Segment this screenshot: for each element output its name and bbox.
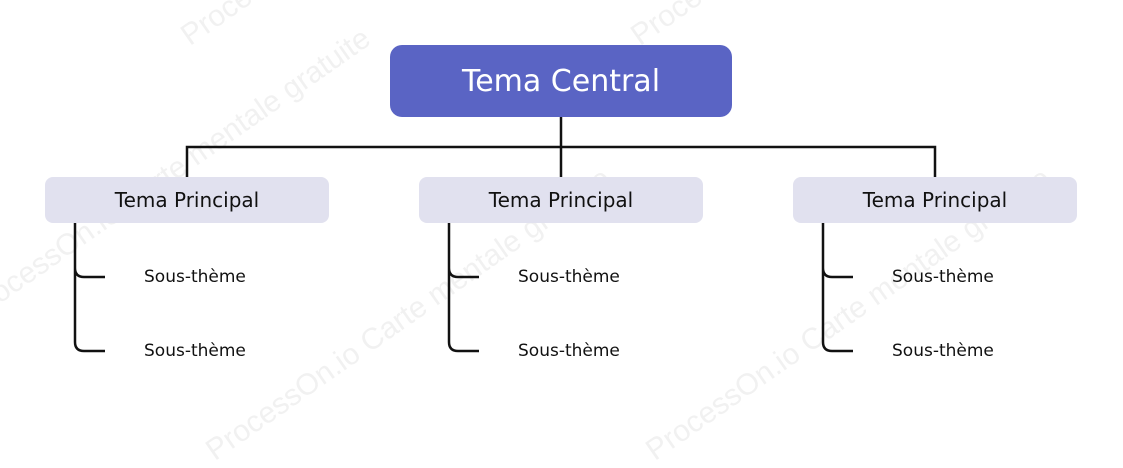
main-topic-2[interactable]: Tema Principal — [419, 177, 703, 223]
subtopic-3-2[interactable]: Sous-thème — [892, 341, 994, 361]
mind-map-canvas: ProcessOn.io Carte mentale gratuite Proc… — [0, 0, 1077, 467]
main-topic-3[interactable]: Tema Principal — [793, 177, 1077, 223]
central-topic[interactable]: Tema Central — [390, 45, 732, 117]
subtopic-2-1[interactable]: Sous-thème — [518, 267, 620, 287]
subtopic-1-2[interactable]: Sous-thème — [144, 341, 246, 361]
main-topic-label: Tema Principal — [114, 188, 260, 212]
subtopic-2-2[interactable]: Sous-thème — [518, 341, 620, 361]
main-topic-1[interactable]: Tema Principal — [45, 177, 329, 223]
main-topic-label: Tema Principal — [862, 188, 1008, 212]
main-topic-label: Tema Principal — [488, 188, 634, 212]
connector-lines — [73, 117, 937, 353]
connector-subtopics-branch-3 — [821, 223, 853, 353]
central-topic-label: Tema Central — [461, 63, 661, 99]
subtopic-1-1[interactable]: Sous-thème — [144, 267, 246, 287]
connector-subtopics-branch-1 — [73, 223, 105, 353]
connector-subtopics-branch-2 — [447, 223, 479, 353]
subtopic-3-1[interactable]: Sous-thème — [892, 267, 994, 287]
